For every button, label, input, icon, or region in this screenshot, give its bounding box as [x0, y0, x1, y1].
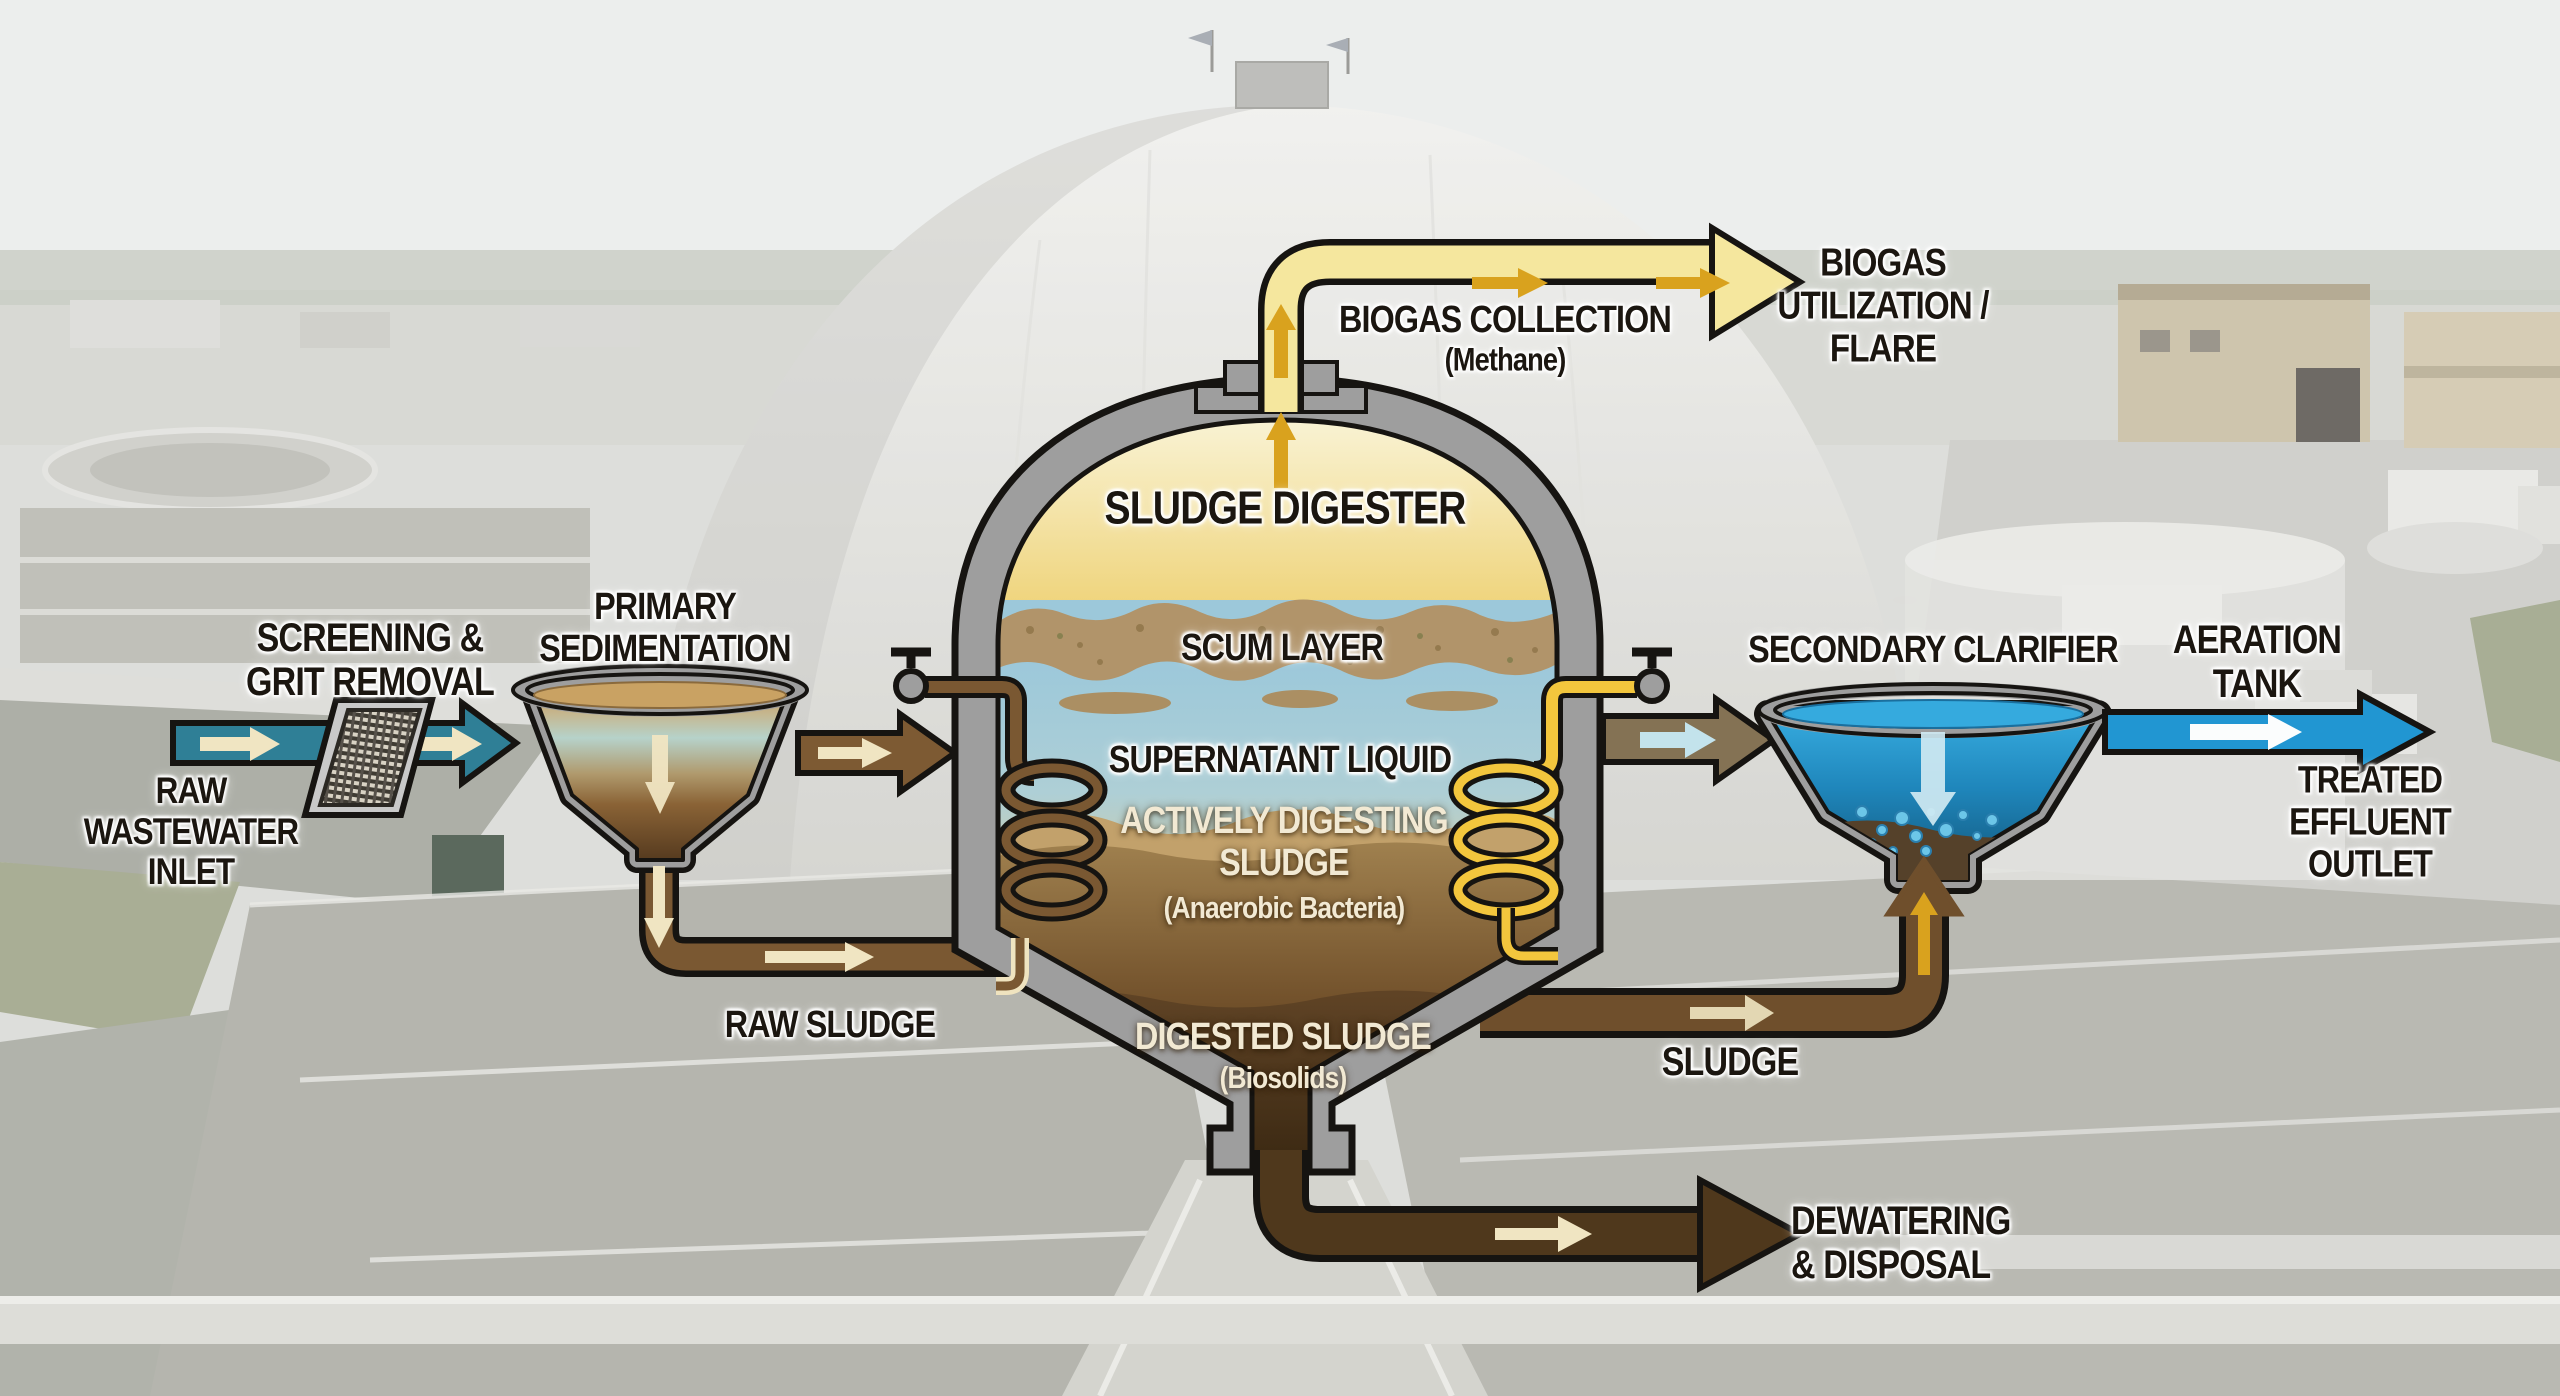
settle-arrow-icon [1910, 732, 1956, 826]
label-raw-sludge: RAW SLUDGE [724, 1004, 936, 1047]
clarifier-surface [1782, 699, 2084, 729]
label-sludge-digester: SLUDGE DIGESTER [1104, 481, 1467, 534]
heating-coil-left [925, 676, 1108, 922]
valve-right [1632, 647, 1672, 704]
label-digested-sludge: DIGESTED SLUDGE [1135, 1016, 1432, 1059]
heating-coil-right [1448, 676, 1637, 965]
gas-flow-arrow-icon [1266, 304, 1296, 378]
label-biogas-utilization-flare: BIOGAS UTILIZATION / FLARE [1777, 241, 1989, 371]
label-supernatant-liquid: SUPERNATANT LIQUID [1108, 739, 1452, 782]
label-anaerobic-bacteria: (Anaerobic Bacteria) [1163, 889, 1406, 925]
label-raw-wastewater-inlet: RAW WASTEWATER INLET [83, 769, 299, 893]
label-scum-layer: SCUM LAYER [1180, 627, 1384, 670]
flow-arrow-icon [2190, 714, 2302, 750]
raw-sludge-flow-arrows [644, 866, 874, 972]
flow-arrow-icon [1640, 722, 1716, 758]
bar-screen [301, 697, 436, 818]
utility-box [432, 835, 504, 897]
flow-arrow-icon [200, 727, 280, 761]
grass-right [2470, 600, 2560, 762]
sludge-up-arrow [1690, 855, 1965, 1031]
label-aeration-tank: AERATION TANK [2172, 618, 2342, 706]
valve-left [891, 647, 931, 704]
tank-surface [533, 681, 787, 709]
label-dewatering-disposal: DEWATERING & DISPOSAL [1791, 1199, 2011, 1287]
label-sludge: SLUDGE [1661, 1040, 1799, 1084]
label-treated-effluent-outlet: TREATED EFFLUENT OUTLET [2289, 759, 2452, 885]
digester-to-clarifier-arrow [1600, 693, 1780, 787]
label-secondary-clarifier: SECONDARY CLARIFIER [1748, 629, 2119, 672]
treated-effluent-arrow [2102, 688, 2437, 776]
gas-rise-arrow-icon [1266, 412, 1296, 488]
secondary-clarifier-tank [1754, 682, 2112, 894]
sludge-pipe [1480, 900, 1949, 1038]
primary-to-digester-arrow [795, 708, 961, 798]
label-primary-sedimentation: PRIMARY SEDIMENTATION [539, 586, 791, 670]
grass-left [0, 862, 240, 1042]
gas-flow-arrow-icon [1472, 268, 1548, 298]
label-biosolids: (Biosolids) [1219, 1059, 1348, 1095]
dewatering-arrowhead [1697, 1174, 1807, 1294]
label-actively-digesting-sludge: ACTIVELY DIGESTING SLUDGE [1120, 800, 1448, 884]
settle-arrow-icon [645, 735, 675, 814]
primary-sedimentation-tank [511, 663, 809, 873]
flow-arrow-icon [1495, 1216, 1592, 1252]
sludge-digester-vessel [951, 360, 1604, 1176]
label-screening-grit-removal: SCREENING & GRIT REMOVAL [246, 616, 495, 704]
flow-arrow-icon [420, 727, 482, 761]
gas-flow-arrow-icon [1656, 268, 1730, 298]
label-biogas-collection: BIOGAS COLLECTION [1339, 299, 1672, 342]
scum-layer-band [998, 599, 1557, 681]
label-methane: (Methane) [1444, 341, 1567, 378]
biogas-pipe [1258, 222, 1806, 412]
dewatering-pipe [1253, 1150, 1807, 1294]
